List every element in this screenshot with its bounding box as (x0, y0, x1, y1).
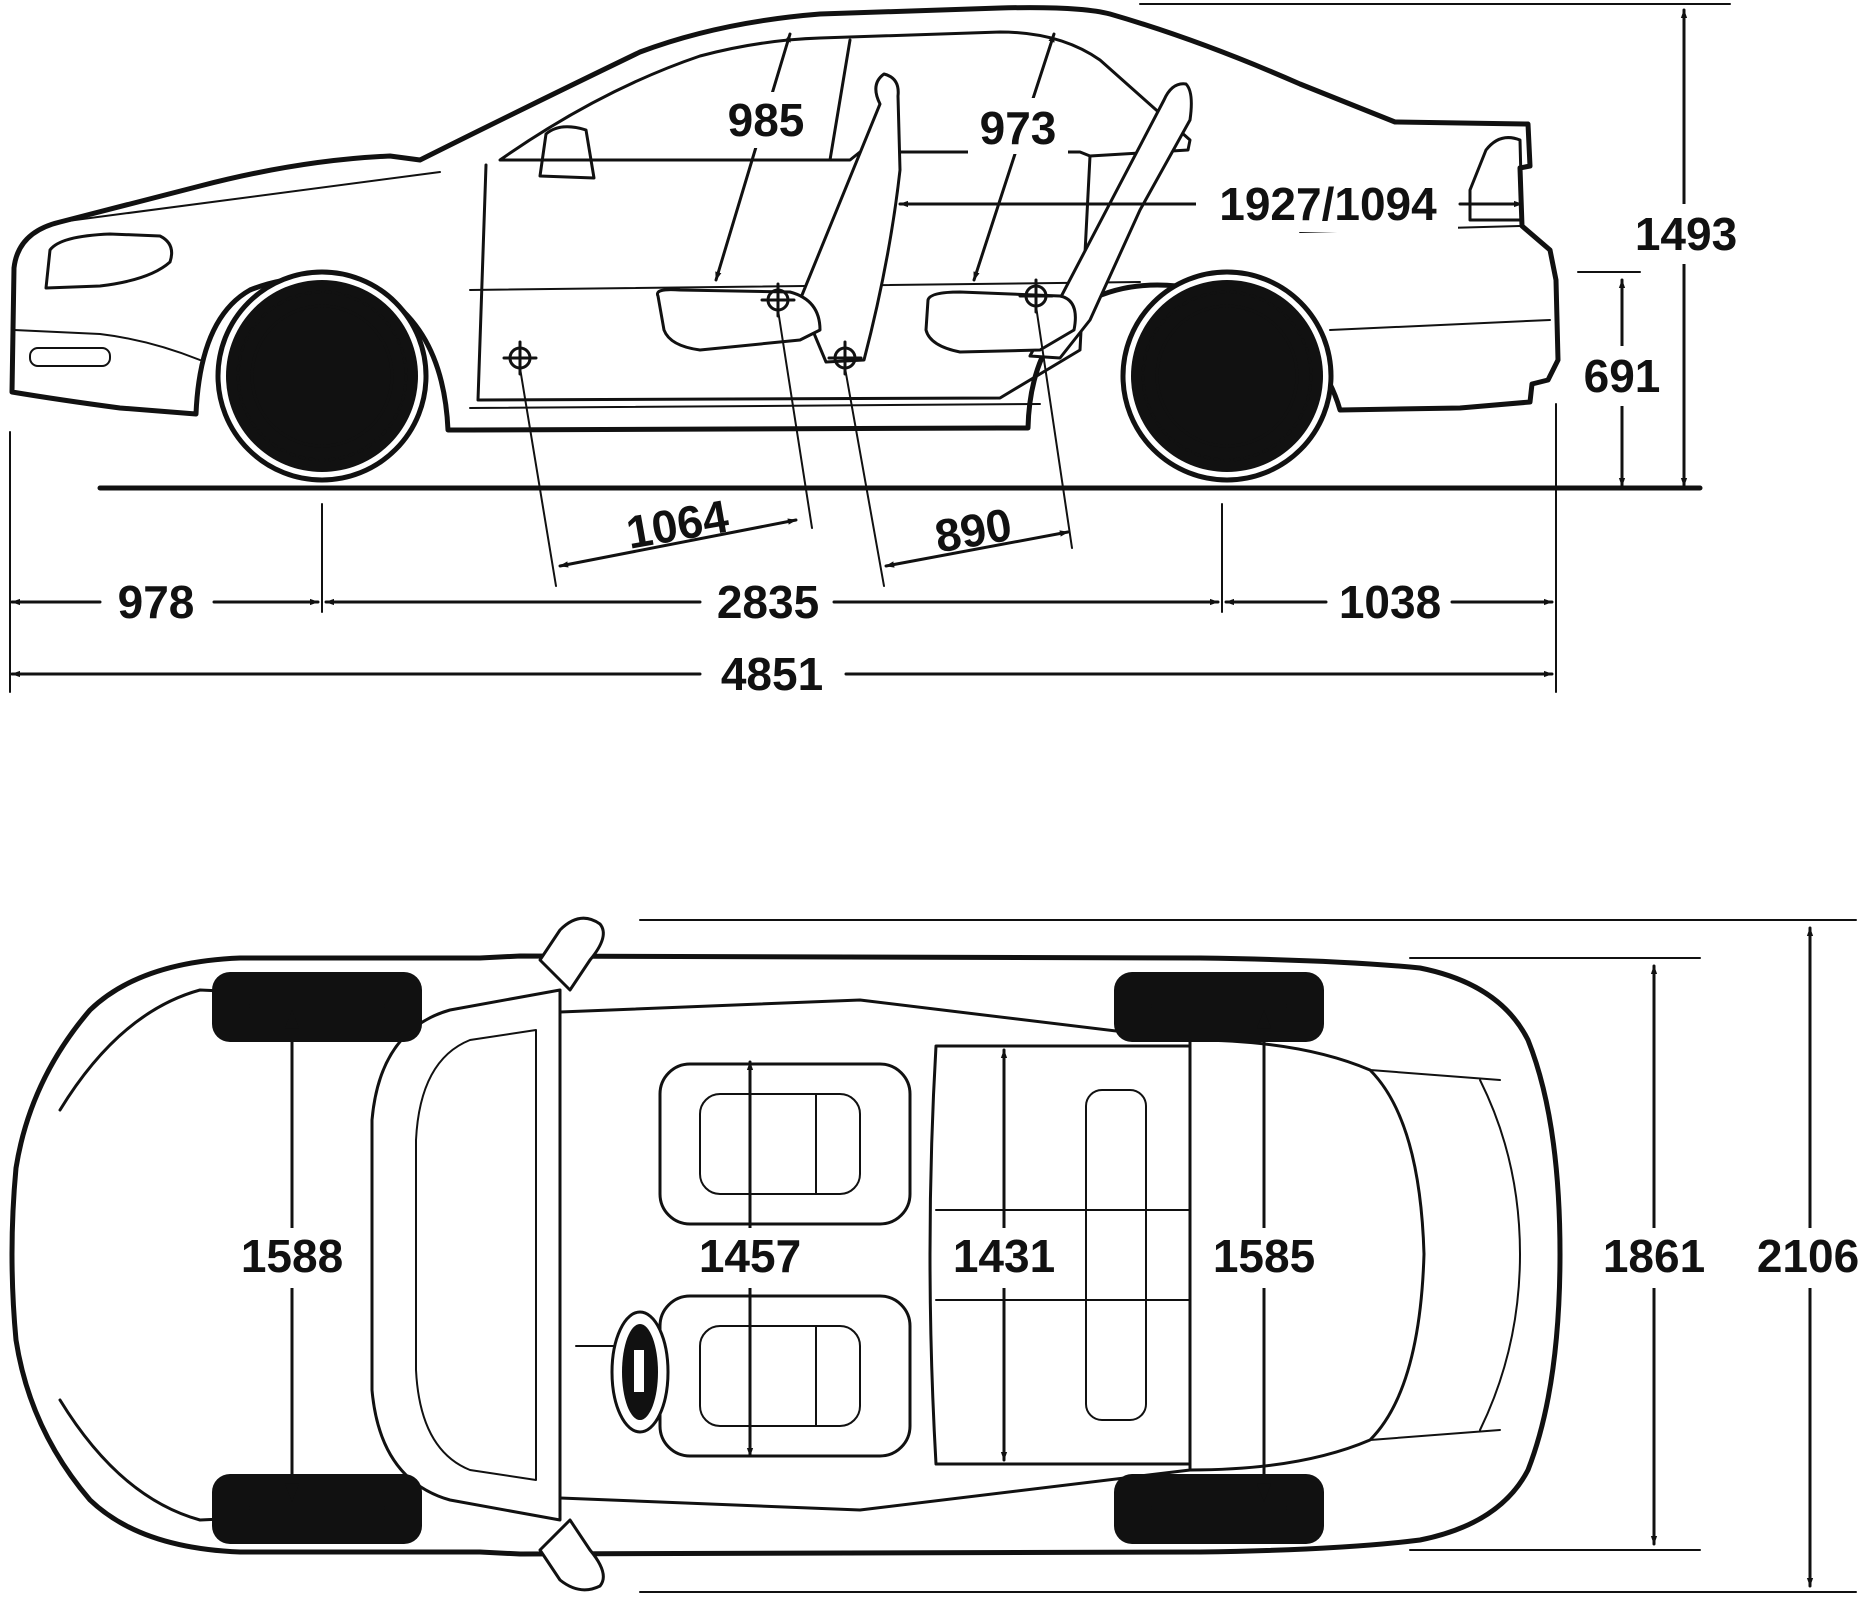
top-view: 1588 1457 1431 1585 1861 2106 (9, 916, 1866, 1593)
front-bumper (13, 329, 201, 361)
steering-wheel (610, 1310, 670, 1434)
front-left-seat (658, 1062, 912, 1226)
left-mirror (538, 916, 605, 992)
label-wheelbase: 2835 (717, 576, 819, 628)
label-rear-shoulder-room: 1431 (953, 1230, 1055, 1282)
label-front-legroom: 1064 (622, 490, 732, 559)
rear-wheel (1120, 269, 1334, 483)
label-rear-headroom: 973 (980, 102, 1057, 154)
side-view: 985 973 1927/1094 1493 691 1064 890 978 … (9, 3, 1746, 700)
label-front-headroom: 985 (728, 94, 805, 146)
label-width-with-mirrors: 2106 (1757, 1230, 1859, 1282)
label-front-track: 1588 (241, 1230, 343, 1282)
label-load-length: 1927/1094 (1219, 178, 1437, 230)
side-dimension-labels: 985 973 1927/1094 1493 691 1064 890 978 … (118, 92, 1746, 700)
front-right-seat (658, 1294, 912, 1458)
trunk-lines (1369, 1069, 1521, 1441)
label-width-mirrors-folded: 1861 (1603, 1230, 1705, 1282)
label-rear-track: 1585 (1213, 1230, 1315, 1282)
label-rear-legroom: 890 (931, 498, 1016, 563)
rear-seat-cushion (924, 290, 1077, 354)
front-wheel (215, 269, 429, 483)
tyre-centre-lines (248, 1004, 1288, 1510)
label-front-shoulder-room: 1457 (699, 1230, 801, 1282)
headlight (44, 232, 174, 290)
rear-seat-back (1028, 82, 1193, 360)
label-height: 1493 (1635, 208, 1737, 260)
taillight (1468, 136, 1524, 222)
right-mirror (538, 1518, 605, 1592)
side-mirror (538, 125, 596, 180)
label-front-overhang: 978 (118, 576, 195, 628)
rear-bumper-line (1329, 319, 1551, 331)
top-dimension-labels: 1588 1457 1431 1585 1861 2106 (230, 1228, 1866, 1288)
label-rear-sill-height: 691 (1584, 350, 1661, 402)
hood-outline (58, 988, 422, 1522)
rear-window (1188, 1038, 1426, 1472)
hood-line (59, 171, 441, 223)
front-seat-back (798, 72, 902, 364)
fog-light (29, 347, 111, 367)
label-rear-overhang: 1038 (1339, 576, 1441, 628)
b-pillar (828, 38, 852, 162)
windshield-inner (415, 1029, 537, 1481)
label-overall-length: 4851 (721, 648, 823, 700)
front-seat-cushion (656, 288, 822, 352)
side-sill (469, 403, 1041, 409)
